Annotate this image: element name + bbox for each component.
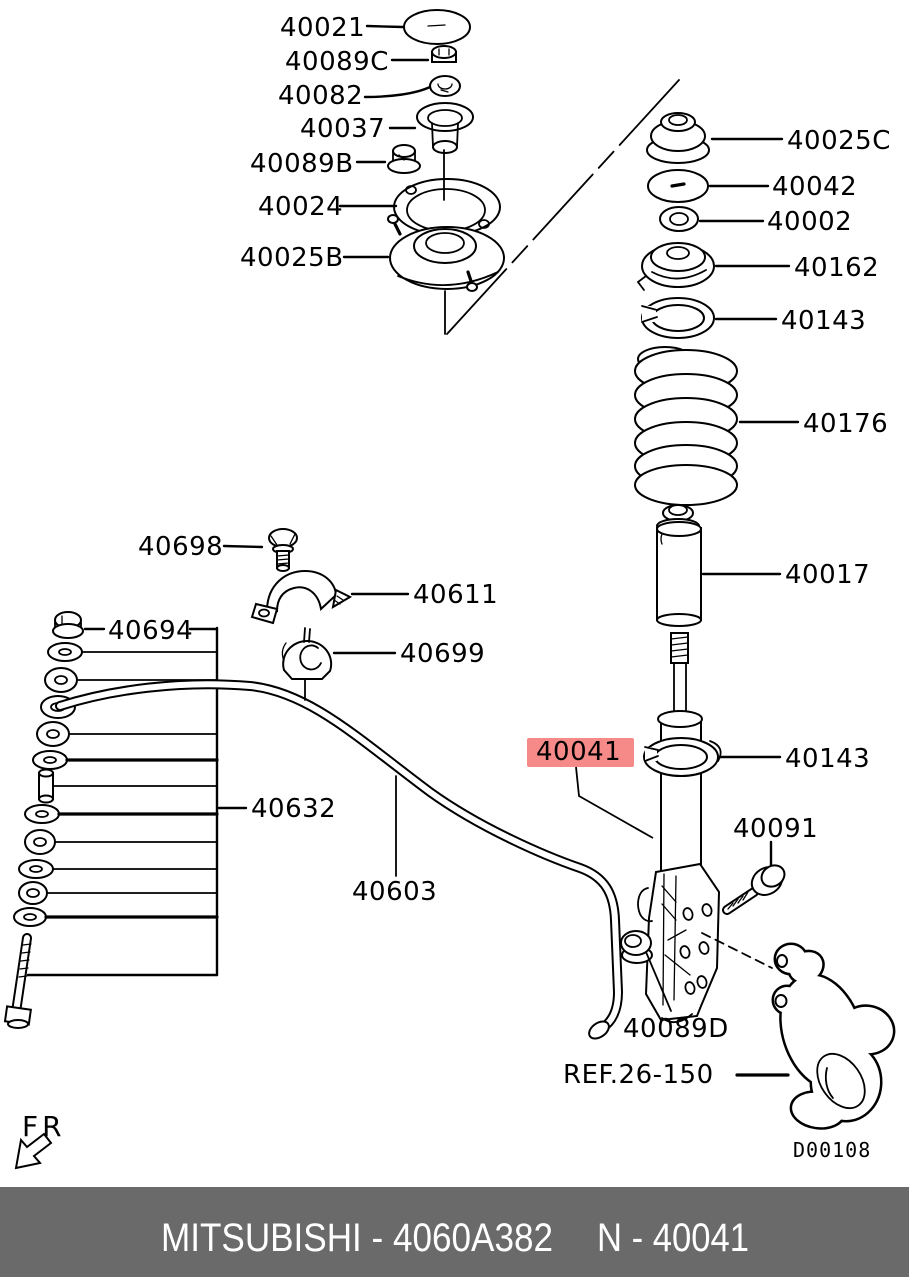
dust-cover-40017 (656, 504, 782, 627)
part-label-40041[interactable]: 40041 (536, 737, 621, 767)
part-label-40025C[interactable]: 40025C (787, 126, 891, 156)
part-label-40698[interactable]: 40698 (138, 532, 223, 562)
part-label-40082[interactable]: 40082 (278, 81, 363, 111)
coil-spring-40176 (634, 346, 800, 506)
stabilizer-bar-40603 (55, 679, 624, 1040)
part-label-40632[interactable]: 40632 (251, 794, 336, 824)
part-label-40089D[interactable]: 40089D (623, 1014, 729, 1044)
strut-mount-40025B (342, 214, 505, 335)
bolt-40698 (222, 528, 298, 572)
leader-40041 (575, 766, 654, 839)
strut-knuckle-link-line (701, 932, 773, 969)
bolt-40091 (722, 840, 786, 915)
part-label-40694[interactable]: 40694 (108, 616, 193, 646)
ref-label[interactable]: REF.26-150 (563, 1060, 714, 1090)
washer-40002 (659, 206, 765, 232)
nut-40089B (355, 144, 421, 174)
front-direction-arrow-icon (14, 1132, 53, 1170)
bracket-40611 (250, 569, 410, 625)
part-label-40143-lower[interactable]: 40143 (785, 744, 870, 774)
cap-40021 (365, 9, 471, 45)
part-label-40025B[interactable]: 40025B (240, 243, 344, 273)
nut-40082 (363, 75, 461, 99)
part-label-40611[interactable]: 40611 (413, 580, 498, 610)
footer-brand-part-number: MITSUBISHI - 4060A382 (161, 1216, 553, 1260)
nut-40089D (620, 930, 672, 1012)
bushing-40699 (281, 627, 397, 701)
front-direction-marker: FR (14, 1110, 62, 1170)
part-label-40017[interactable]: 40017 (785, 560, 870, 590)
highlight-box (527, 738, 634, 767)
spring-seat-40162 (636, 242, 791, 291)
spring-pad-40143-upper (641, 297, 778, 339)
part-label-40089B[interactable]: 40089B (250, 149, 354, 179)
footer-banner: MITSUBISHI - 4060A382 N - 40041 (0, 1187, 909, 1277)
part-label-40162[interactable]: 40162 (794, 253, 879, 283)
steering-knuckle-drawing (771, 942, 896, 1130)
link-kit-40694-stack (3, 611, 219, 1029)
strut-40041-drawing (637, 632, 722, 1024)
part-label-40024[interactable]: 40024 (258, 192, 343, 222)
assembly-link-line (446, 79, 680, 335)
footer-catalog-number: N - 40041 (597, 1216, 749, 1260)
part-label-40699[interactable]: 40699 (400, 639, 485, 669)
footer-background (0, 1187, 909, 1277)
strut-mount-40025C (646, 112, 784, 164)
drawing-code: D00108 (793, 1138, 871, 1162)
washer-40042 (647, 169, 770, 203)
part-label-40176[interactable]: 40176 (803, 409, 888, 439)
part-label-40143-upper[interactable]: 40143 (781, 306, 866, 336)
part-label-40042[interactable]: 40042 (772, 172, 857, 202)
part-label-40021[interactable]: 40021 (280, 13, 365, 43)
part-label-40002[interactable]: 40002 (767, 207, 852, 237)
bearing-40037 (388, 102, 474, 154)
part-label-40091[interactable]: 40091 (733, 814, 818, 844)
part-label-40603[interactable]: 40603 (352, 877, 437, 907)
part-label-40089C[interactable]: 40089C (285, 47, 389, 77)
part-label-40041-highlight[interactable]: 40041 (527, 737, 654, 839)
nut-40089C (390, 45, 457, 63)
part-label-40037[interactable]: 40037 (300, 114, 385, 144)
